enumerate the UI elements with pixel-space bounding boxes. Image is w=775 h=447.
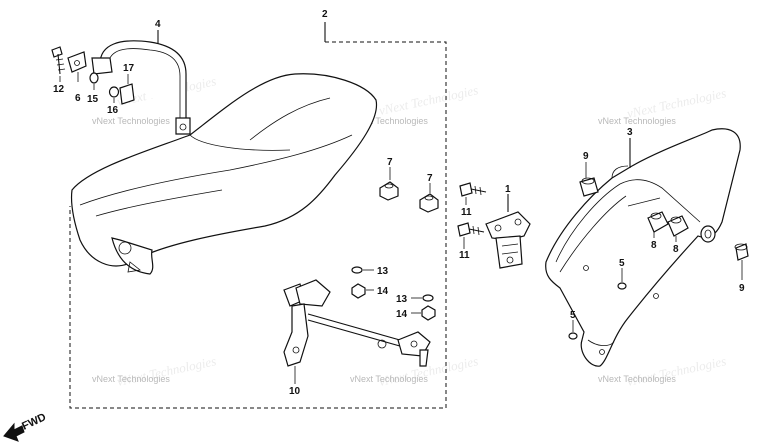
seat-lock-illustration [485,211,531,269]
callout-2: 2 [322,9,328,20]
fwd-label: FWD [20,411,48,432]
grommet-8-right [667,215,689,237]
callout-10: 10 [289,386,301,397]
washer-13-right [422,294,434,302]
washer-5-upper [617,282,627,290]
nut-14-right [421,305,436,321]
nut-7-left [379,181,399,201]
collar-9-upper [579,177,599,197]
callout-13-right: 13 [396,294,408,305]
watermark-6: vNext Technologies [598,374,676,384]
callout-16: 16 [107,105,119,116]
seat-illustration [70,73,378,275]
callout-13-left: 13 [377,266,389,277]
callout-9-right: 9 [739,283,745,294]
callout-17: 17 [123,63,135,74]
washer-5-lower [568,332,578,340]
watermark-1: vNext Technologies [92,116,170,126]
watermark-3: vNext Technologies [598,116,676,126]
grommet-8-left [647,211,669,233]
bolt-11-upper [459,182,487,197]
collar-9-right [734,243,749,261]
bracket-6 [67,51,87,73]
nut-7-right [419,193,439,213]
callout-7-right: 7 [427,173,433,184]
fwd-indicator: FWD [3,411,48,442]
callout-11-lower: 11 [459,250,470,261]
callout-5-upper: 5 [619,258,625,269]
seat-assembly-boundary [69,41,447,409]
callout-15: 15 [87,94,99,105]
seat-cowl-illustration [545,128,741,367]
hinge-assembly-illustration [283,279,431,367]
bolt-12 [51,46,66,75]
nut-14-left [351,283,366,299]
washer-15 [89,72,99,84]
watermark-ghost-2: vNext Technologies [378,82,480,118]
callout-3: 3 [627,127,633,138]
callout-8-left: 8 [651,240,657,251]
callout-9-upper: 9 [583,151,589,162]
callout-12: 12 [53,84,65,95]
washer-13-left [351,266,363,274]
callout-8-right: 8 [673,244,679,255]
watermark-2: vNext Technologies [350,116,428,126]
callout-14-left: 14 [377,286,389,297]
bolt-11-lower [457,222,485,237]
callout-5-lower: 5 [570,310,576,321]
washer-16 [108,86,120,98]
fwd-arrow-icon [3,422,25,442]
callout-labels: 2 4 12 6 15 16 17 7 7 1 11 11 13 14 13 1… [53,9,745,397]
callout-6: 6 [75,93,81,104]
watermark-5: vNext Technologies [350,374,428,384]
callout-14-right: 14 [396,309,408,320]
watermark-4: vNext Technologies [92,374,170,384]
clip-17 [119,83,135,105]
callout-11-upper: 11 [461,207,472,218]
callout-7-left: 7 [387,157,393,168]
grab-strap-illustration [91,40,191,135]
callout-4: 4 [155,19,161,30]
callout-1: 1 [505,184,511,195]
